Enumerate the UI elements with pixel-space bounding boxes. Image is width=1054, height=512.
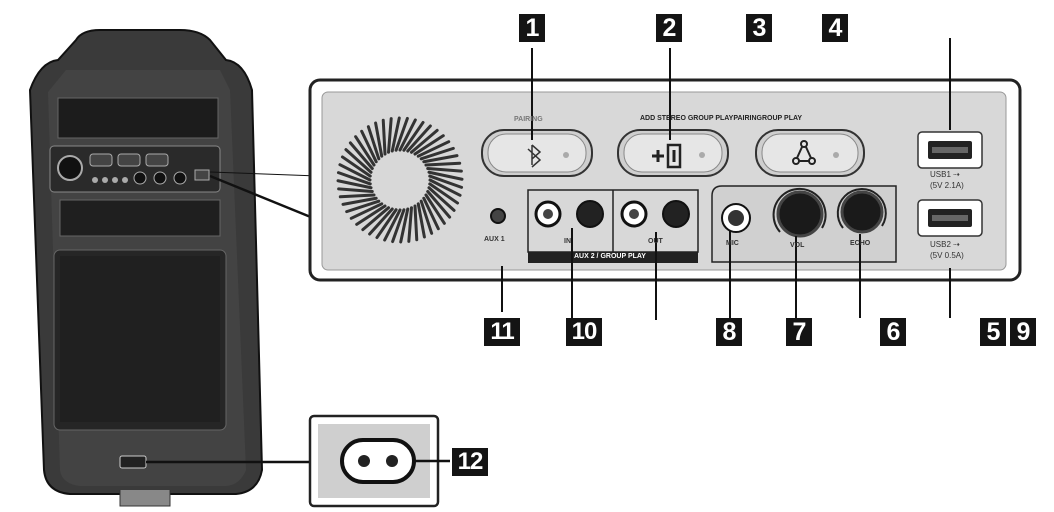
callout-10: 10 xyxy=(566,318,602,346)
group-play-icon xyxy=(792,140,816,165)
grille-slot xyxy=(366,125,381,161)
grille-slot xyxy=(416,140,451,158)
grille-slot xyxy=(413,134,445,156)
grille-slot xyxy=(381,118,387,156)
grille-slot xyxy=(391,208,406,244)
add-stereo-button xyxy=(617,129,729,177)
bluetooth-icon xyxy=(527,144,542,168)
usb2-icon: ⇢ xyxy=(950,240,960,249)
usb2-rating: (5V 0.5A) xyxy=(930,251,964,260)
grille-slot xyxy=(407,206,413,243)
usb1-text: USB1 xyxy=(930,170,951,179)
grille-slot xyxy=(336,179,373,190)
grille-slot xyxy=(394,116,409,152)
grille-slot xyxy=(422,154,459,164)
callout-1: 1 xyxy=(519,14,545,42)
speaker-body xyxy=(28,29,264,507)
vol-label: VOL xyxy=(790,242,805,249)
grille-slot xyxy=(338,193,376,199)
usb1-label: USB1 ⇢ xyxy=(930,170,960,179)
grille-slot xyxy=(341,196,378,206)
vol-knob xyxy=(776,190,824,238)
grille-slot xyxy=(409,128,439,154)
usb2-label: USB2 ⇢ xyxy=(930,240,960,249)
grille-slot xyxy=(349,202,384,220)
grille-slot xyxy=(428,174,464,189)
grille-slot xyxy=(354,135,376,167)
grille-slot xyxy=(402,120,425,152)
aux1-jack xyxy=(490,208,506,224)
grille-slot xyxy=(340,155,372,178)
callout-5: 5 xyxy=(980,318,1006,346)
speaker-grille xyxy=(336,116,464,244)
callout-12: 12 xyxy=(452,448,488,476)
grille-slot xyxy=(399,207,410,244)
grille-slot xyxy=(338,163,372,182)
grille-slot xyxy=(360,129,378,164)
grille-slot xyxy=(361,206,391,232)
usb1-rating: (5V 2.1A) xyxy=(930,181,964,190)
grille-slot xyxy=(424,193,446,225)
grille-slot xyxy=(336,171,372,186)
usb-icon: ⇢ xyxy=(950,170,960,179)
aux2-group-play-label: AUX 2 / GROUP PLAY xyxy=(574,253,646,260)
echo-label: ECHO xyxy=(850,240,871,247)
pairing-button xyxy=(481,129,593,177)
grille-slot xyxy=(355,204,387,226)
usb2-text: USB2 xyxy=(930,240,951,249)
grille-slot xyxy=(406,124,432,153)
callout-9: 9 xyxy=(1010,318,1036,346)
top-knob xyxy=(57,155,83,181)
grille-slot xyxy=(426,189,452,219)
grille-slot xyxy=(387,117,393,154)
callout-4: 4 xyxy=(822,14,848,42)
grille-slot xyxy=(398,118,417,152)
grille-slot xyxy=(383,208,402,242)
callout-7: 7 xyxy=(786,318,812,346)
control-panel xyxy=(308,78,1022,282)
add-speaker-icon xyxy=(652,143,682,169)
grille-slot xyxy=(416,202,426,239)
callout-6: 6 xyxy=(880,318,906,346)
grille-slot xyxy=(427,186,456,212)
callout-3: 3 xyxy=(746,14,772,42)
grille-slot xyxy=(390,116,401,153)
callout-11: 11 xyxy=(484,318,520,346)
callout-lines xyxy=(501,38,951,320)
callout-2: 2 xyxy=(656,14,682,42)
grille-slot xyxy=(428,182,460,205)
grille-slot xyxy=(345,199,381,214)
group-play-button xyxy=(755,129,865,177)
usb1-port xyxy=(917,131,983,169)
pairing-label: PAIRING xyxy=(514,116,543,123)
aux1-label: AUX 1 xyxy=(484,236,505,243)
power-socket-inset xyxy=(308,414,450,508)
power-socket-icon xyxy=(340,438,416,484)
mic-label: MIC xyxy=(726,240,739,247)
grille-slot xyxy=(368,207,394,236)
grille-slot xyxy=(426,167,463,173)
top-row-label: ADD STEREO GROUP PLAYPAIRINGROUP PLAY xyxy=(640,115,803,122)
aux2-jack-panel xyxy=(527,189,699,263)
grille-slot xyxy=(428,178,462,197)
grille-slot xyxy=(424,161,462,167)
mic-vol-echo-panel xyxy=(711,185,897,263)
echo-knob xyxy=(840,190,884,234)
grille-slot xyxy=(337,187,374,193)
grille-slot xyxy=(422,196,440,231)
usb2-port xyxy=(917,199,983,237)
out-label: OUT xyxy=(648,238,663,245)
grille-slot xyxy=(375,208,398,240)
grille-slot xyxy=(348,141,374,171)
grille-slot xyxy=(374,121,384,158)
grille-slot xyxy=(344,148,373,174)
in-label: IN xyxy=(564,238,571,245)
grille-slot xyxy=(419,146,455,161)
grille-slot xyxy=(427,170,464,181)
body-power-port xyxy=(119,455,147,469)
callout-8: 8 xyxy=(716,318,742,346)
grille-slot xyxy=(419,199,434,235)
grille-slot xyxy=(413,204,419,242)
